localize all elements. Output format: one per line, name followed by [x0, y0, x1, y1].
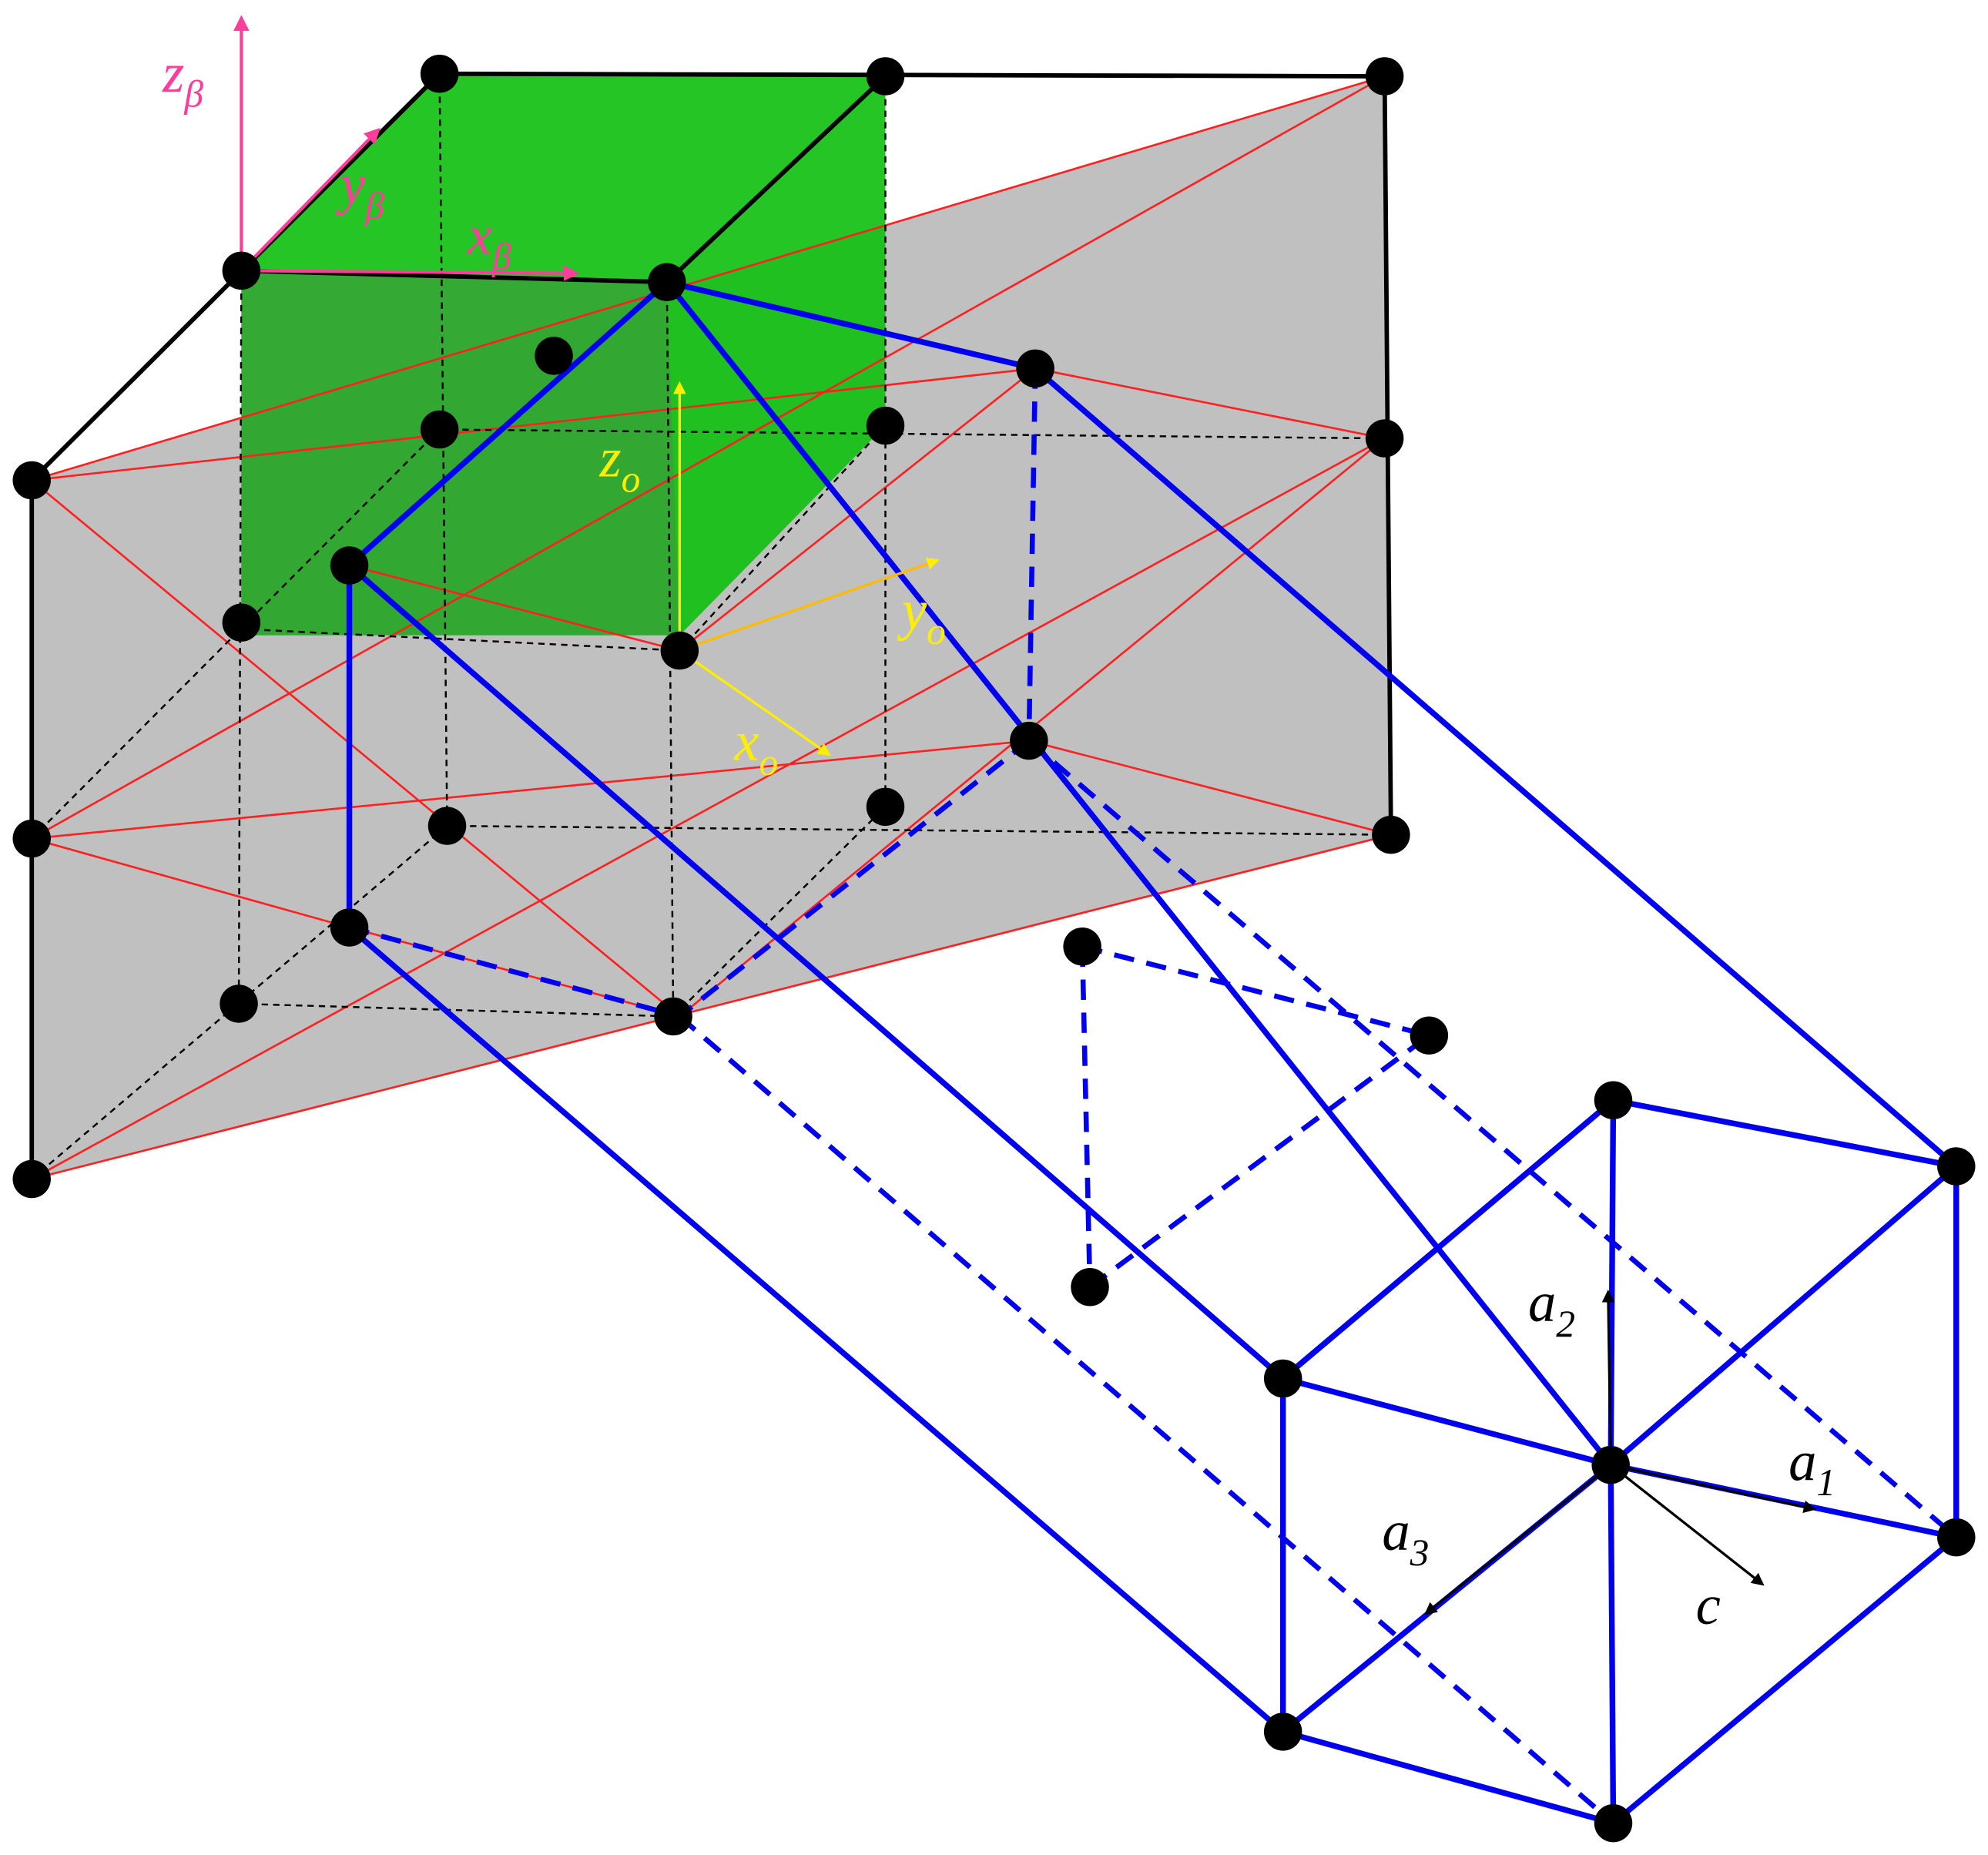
label-y-beta: yβ [335, 153, 384, 227]
atom [1594, 1803, 1633, 1843]
o-axes [673, 381, 940, 756]
atom [1937, 1147, 1976, 1186]
atom [654, 997, 692, 1036]
atom [420, 54, 459, 93]
label-c: c [1696, 1574, 1721, 1636]
atom [330, 908, 369, 947]
atom [220, 985, 258, 1023]
atom [427, 807, 467, 845]
beta-axes [233, 15, 580, 281]
label-z-beta: zβ [162, 42, 203, 116]
label-a2: a2 [1528, 1271, 1575, 1345]
y-o-arrow [679, 557, 940, 652]
label-x-o: xo [733, 709, 778, 783]
red-plane-lines [31, 75, 1392, 1180]
atom [648, 263, 686, 301]
x-o-arrow [679, 649, 831, 756]
atom [420, 410, 459, 449]
label-a3: a3 [1382, 1500, 1429, 1574]
atom [12, 1159, 51, 1199]
atom [1010, 721, 1048, 760]
atom [1263, 1712, 1302, 1751]
atom [866, 787, 905, 827]
atom [866, 406, 905, 445]
atom [222, 251, 261, 290]
c-arrow [1610, 1464, 1765, 1586]
atom [1071, 1267, 1109, 1307]
atom [1365, 57, 1404, 96]
atom [222, 603, 261, 642]
label-y-o: yo [897, 579, 946, 652]
y-beta-arrow [240, 127, 381, 272]
atoms [12, 54, 1976, 1843]
atom [12, 461, 51, 500]
atom [1937, 1518, 1976, 1557]
label-z-o: zo [598, 427, 640, 501]
a2-arrow [1601, 1290, 1615, 1465]
atom [12, 819, 51, 858]
label-a1: a1 [1789, 1430, 1835, 1504]
atom [1365, 419, 1404, 458]
atom [1016, 349, 1054, 388]
atom [1410, 1016, 1449, 1055]
a1-arrow [1610, 1464, 1817, 1513]
x-beta-arrow [241, 265, 580, 281]
a3-arrow [1423, 1464, 1612, 1615]
atom [1372, 815, 1410, 854]
atom [1591, 1445, 1630, 1484]
hex-axes [1423, 1290, 1817, 1615]
atom [535, 337, 573, 375]
gray-plane [32, 76, 1391, 1179]
label-x-beta: xβ [467, 204, 511, 278]
atom [1063, 928, 1101, 966]
atom [1263, 1359, 1302, 1398]
atom [660, 631, 699, 670]
atom [330, 546, 369, 585]
atom [1594, 1081, 1633, 1120]
blue-lattice-dashed [348, 368, 1958, 1826]
atom [866, 57, 905, 96]
